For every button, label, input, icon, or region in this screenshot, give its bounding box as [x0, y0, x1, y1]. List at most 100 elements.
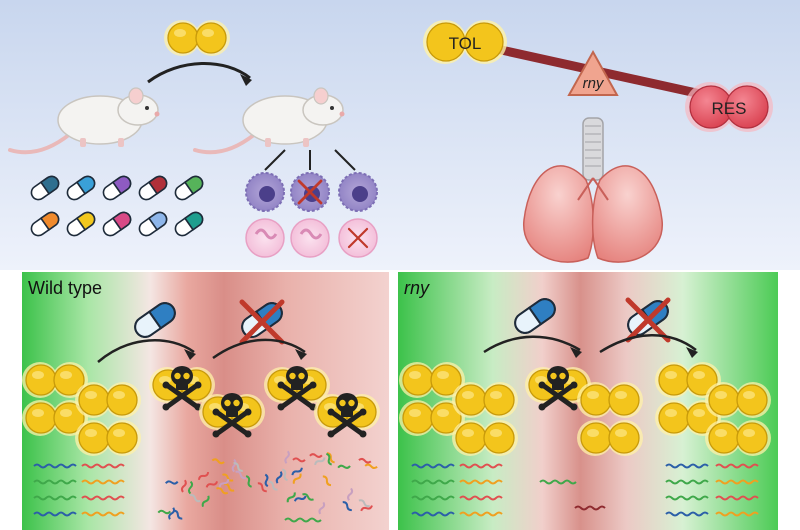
rna-fragment — [342, 501, 352, 512]
rna-fragment — [245, 475, 252, 488]
rna-fragment — [326, 452, 333, 466]
rna-fragment — [235, 470, 247, 480]
rna-fragment — [314, 457, 326, 466]
rna-strand — [459, 511, 503, 517]
panel-title-rny: rny — [404, 278, 430, 298]
rna-fragment — [197, 471, 210, 480]
rna-fragment — [164, 480, 179, 485]
antibiotic-pill-icon — [174, 211, 204, 237]
rna-fragment — [201, 495, 210, 507]
rna-fragment — [218, 479, 230, 488]
rna-strand — [81, 495, 125, 501]
arrowhead-icon — [570, 347, 582, 358]
immune-cell-icon — [338, 172, 378, 212]
arrowhead-icon — [184, 349, 196, 360]
rna-fragment — [358, 499, 371, 508]
neutrophil-icon — [290, 218, 330, 258]
rna-strand — [665, 463, 709, 469]
rna-squiggles — [33, 450, 759, 523]
rna-strand — [81, 511, 125, 517]
rna-fragment — [286, 492, 296, 503]
rna-fragment — [337, 464, 351, 469]
rna-strand — [284, 517, 322, 523]
arrowhead-icon — [240, 74, 252, 86]
rna-fragment — [268, 480, 278, 491]
antibiotic-pills — [30, 175, 204, 237]
neutrophil-icon — [245, 218, 285, 258]
rna-strand — [539, 479, 577, 485]
rna-fragment — [293, 495, 307, 502]
arrow-icon — [483, 335, 581, 354]
rna-strand — [411, 479, 455, 485]
arrow-icon — [212, 338, 306, 360]
rna-fragment — [358, 457, 372, 464]
antibiotic-pill-icon — [138, 175, 168, 201]
antibiotic-pill-icon — [174, 175, 204, 201]
rna-fragment — [257, 482, 267, 493]
rna-fragment — [292, 457, 306, 463]
rna-strand — [411, 511, 455, 517]
rna-fragment — [157, 509, 172, 515]
rna-fragment — [326, 452, 335, 464]
arrow-icon — [97, 339, 195, 363]
rna-fragment — [275, 471, 283, 484]
rna-strand — [715, 495, 759, 501]
rna-fragment — [216, 487, 229, 495]
antibiotic-pill-icon — [30, 175, 60, 201]
rna-fragment — [231, 458, 237, 473]
immune-cell-icon — [245, 172, 285, 212]
rna-fragment — [187, 480, 194, 495]
rna-strand — [715, 479, 759, 485]
rna-strand — [715, 511, 759, 517]
rna-strand — [459, 463, 503, 469]
rna-fragment — [302, 493, 314, 501]
arrow-icon — [599, 334, 697, 354]
arrowhead-icon — [295, 349, 307, 360]
tol-label: TOL — [449, 34, 482, 53]
rna-fragment — [264, 473, 269, 488]
rna-strand — [459, 479, 503, 485]
rna-strand — [33, 479, 77, 485]
rna-strand — [33, 463, 77, 469]
rna-strand — [665, 495, 709, 501]
arrow-icon — [147, 62, 251, 84]
rna-fragment — [281, 468, 288, 482]
res-label: RES — [712, 99, 747, 118]
rna-strand — [81, 479, 125, 485]
antibiotic-pill-icon — [30, 211, 60, 237]
pivot-label: rny — [583, 75, 605, 92]
rna-strand — [33, 511, 77, 517]
antibiotic-pill-icon — [138, 211, 168, 237]
rna-fragment — [284, 450, 290, 464]
rna-fragment — [364, 463, 378, 469]
res-bacteria-icon: RES — [685, 82, 773, 132]
rna-fragment — [292, 473, 302, 484]
antibiotic-pill-icon — [102, 211, 132, 237]
antibiotic-pill-icon — [66, 211, 96, 237]
lungs-icon — [523, 117, 663, 263]
rna-fragment — [360, 505, 373, 512]
panel-title-wild-type: Wild type — [28, 278, 102, 298]
antibiotic-pill-icon — [66, 175, 96, 201]
branch-lines — [264, 149, 356, 171]
rna-fragment — [322, 475, 332, 487]
rna-strand — [33, 495, 77, 501]
rna-fragment — [222, 473, 234, 482]
rna-strand — [411, 495, 455, 501]
rna-fragment — [189, 494, 201, 503]
rna-fragment — [211, 458, 225, 465]
rna-fragment — [173, 509, 183, 520]
tol-bacteria-icon: TOL — [423, 20, 507, 64]
rna-strand — [715, 463, 759, 469]
rna-strand — [574, 505, 606, 511]
seesaw: rny TOL RES — [423, 20, 773, 132]
rna-fragment — [233, 462, 243, 472]
seesaw-pivot — [567, 49, 619, 96]
rna-strand — [459, 495, 503, 501]
rna-fragment — [223, 483, 235, 492]
rna-fragment — [309, 453, 323, 458]
rna-strand — [665, 511, 709, 517]
rna-fragment — [180, 479, 187, 493]
